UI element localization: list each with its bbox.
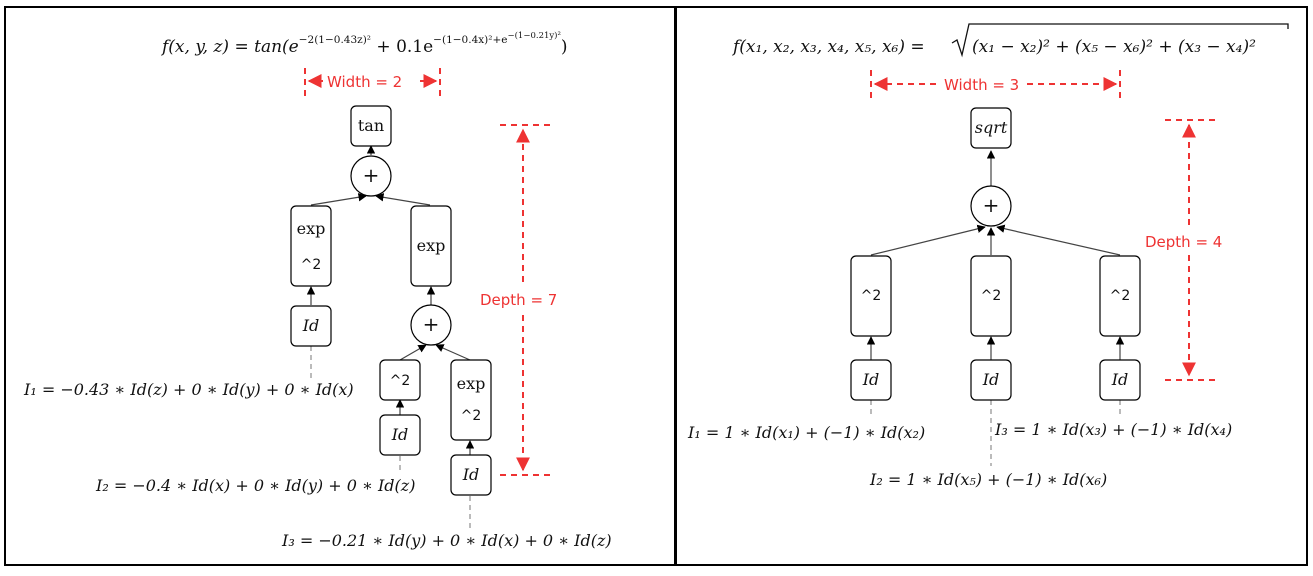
node-plus-top: + xyxy=(350,155,392,197)
svg-text:^2: ^2 xyxy=(390,373,411,389)
node-id-right: Id xyxy=(450,454,492,496)
left-depth-label: Depth = 7 xyxy=(480,291,557,309)
left-depth-annotation: Depth = 7 xyxy=(480,124,557,476)
left-formula-exp1: −2(1−0.43z)² xyxy=(299,34,371,46)
node-id-b: Id xyxy=(970,359,1012,401)
right-input-i1: I₁ = 1 ∗ Id(x₁) + (−1) ∗ Id(x₂) xyxy=(687,423,925,442)
node-exp-left: exp ^2 xyxy=(290,205,332,287)
svg-text:^2: ^2 xyxy=(461,408,482,424)
node-id-mid: Id xyxy=(379,414,421,456)
node-sqrt: sqrt xyxy=(970,107,1012,149)
left-formula: f(x, y, z) = tan(e−2(1−0.43z)² + 0.1e−(1… xyxy=(160,30,568,57)
svg-text:Id: Id xyxy=(462,465,480,484)
node-tan: tan xyxy=(350,105,392,147)
svg-text:^2: ^2 xyxy=(301,257,322,273)
right-edges xyxy=(866,150,1125,466)
node-id-c: Id xyxy=(1099,359,1141,401)
left-formula-main: f(x, y, z) = tan(e xyxy=(160,37,299,57)
right-depth-annotation: Depth = 4 xyxy=(1145,119,1222,381)
left-input-i3: I₃ = −0.21 ∗ Id(y) + 0 ∗ Id(x) + 0 ∗ Id(… xyxy=(281,531,612,550)
svg-text:^2: ^2 xyxy=(981,288,1002,304)
right-width-label: Width = 3 xyxy=(944,76,1019,94)
right-formula-lhs: f(x₁, x₂, x₃, x₄, x₅, x₆) = xyxy=(731,37,925,57)
svg-text:sqrt: sqrt xyxy=(975,118,1008,137)
left-width-annotation: Width = 2 xyxy=(304,68,441,96)
right-input-i3: I₃ = 1 ∗ Id(x₃) + (−1) ∗ Id(x₄) xyxy=(994,420,1232,439)
left-edges xyxy=(306,145,475,530)
node-exp-bottom: exp ^2 xyxy=(450,359,492,441)
svg-text:^2: ^2 xyxy=(1110,288,1131,304)
right-formula-radicand: (x₁ − x₂)² + (x₅ − x₆)² + (x₃ − x₄)² xyxy=(972,37,1256,57)
left-formula-end: ) xyxy=(561,37,568,57)
right-width-annotation: Width = 3 xyxy=(870,70,1121,100)
svg-text:Id: Id xyxy=(302,316,320,335)
node-sq-mid: ^2 xyxy=(379,359,421,401)
svg-text:Id: Id xyxy=(982,370,1000,389)
svg-text:f(x, y, z) = tan(e−2(1−0.43z)²: f(x, y, z) = tan(e−2(1−0.43z)² + 0.1e−(1… xyxy=(160,30,568,57)
right-input-i2: I₂ = 1 ∗ Id(x₅) + (−1) ∗ Id(x₆) xyxy=(869,470,1107,489)
left-width-label: Width = 2 xyxy=(327,73,402,91)
svg-text:tan: tan xyxy=(358,116,384,135)
node-id-left: Id xyxy=(290,305,332,347)
node-id-a: Id xyxy=(850,359,892,401)
svg-text:Id: Id xyxy=(391,425,409,444)
left-input-i1: I₁ = −0.43 ∗ Id(z) + 0 ∗ Id(y) + 0 ∗ Id(… xyxy=(23,380,354,399)
left-formula-exp3: −(1−0.21y)² xyxy=(507,30,560,41)
left-input-i2: I₂ = −0.4 ∗ Id(x) + 0 ∗ Id(y) + 0 ∗ Id(z… xyxy=(95,476,415,495)
node-plus-right: + xyxy=(970,185,1012,227)
node-sq-a: ^2 xyxy=(850,255,892,337)
svg-text:Id: Id xyxy=(1111,370,1129,389)
right-formula: f(x₁, x₂, x₃, x₄, x₅, x₆) = (x₁ − x₂)² +… xyxy=(731,23,1289,58)
sqrt-radical-sign xyxy=(951,23,1289,58)
right-panel xyxy=(675,6,1308,566)
svg-text:exp: exp xyxy=(457,374,486,393)
svg-text:+: + xyxy=(363,163,380,187)
svg-text:Id: Id xyxy=(862,370,880,389)
left-formula-exp2: −(1−0.4x)²+e xyxy=(433,34,507,46)
node-exp-right: exp xyxy=(410,205,452,287)
node-sq-c: ^2 xyxy=(1099,255,1141,337)
svg-text:exp: exp xyxy=(417,236,446,255)
svg-text:exp: exp xyxy=(297,219,326,238)
svg-text:+: + xyxy=(983,193,1000,217)
left-formula-mid: + 0.1e xyxy=(371,37,433,57)
node-plus-mid: + xyxy=(410,304,452,346)
svg-text:+: + xyxy=(423,312,440,336)
svg-text:^2: ^2 xyxy=(861,288,882,304)
right-depth-label: Depth = 4 xyxy=(1145,233,1222,251)
node-sq-b: ^2 xyxy=(970,255,1012,337)
